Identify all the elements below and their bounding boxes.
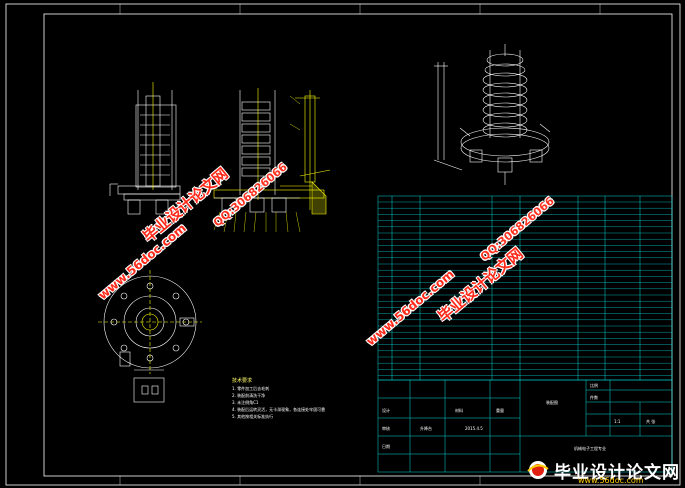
date-label: 日期 [382,443,390,449]
isometric-view [433,44,551,185]
weight-label: 重量 [496,407,504,413]
frame-ticks [119,4,601,485]
note-line: 2. 装配前清洗干净 [232,392,265,398]
title-block [377,379,673,473]
front-elevation-view [109,82,181,215]
material-label: 材料 [455,407,463,413]
side-elevation-view [213,88,331,215]
designer-label: 设计 [382,407,390,413]
technical-requirements: 技术要求 1. 零件加工后去毛刺 2. 装配前清洗干净 3. 未注倒角C1 4.… [232,377,325,419]
logo-emblem-icon [527,461,549,479]
note-line: 4. 装配后运转灵活，无卡滞现象，各连接处牢固可靠 [232,406,325,412]
code-cell: 2015.4.5 [465,426,483,431]
qty-label: 件数 [590,394,598,400]
scale-value: 1:1 [614,419,621,424]
notes-title: 技术要求 [232,377,252,384]
note-line: 3. 未注倒角C1 [232,399,259,405]
logo-text: 毕业设计论文网 [554,463,680,483]
logo-url: www.56doc.com [578,476,644,485]
outer-frame [5,3,681,486]
note-line: 5. 其他按相关标准执行 [232,413,273,419]
site-logo[interactable]: 毕业设计论文网 www.56doc.com [520,456,685,485]
parts-table-rows [378,201,672,376]
balloon-leaders [213,95,301,233]
drawing-name: 装配图 [546,399,558,405]
sheet-label: 共 张 [646,418,655,424]
name-cell: 升降台 [420,425,432,431]
top-plan-view [98,270,202,403]
scale-label: 比例 [590,382,598,388]
checker-label: 审核 [382,425,390,431]
note-line: 1. 零件加工后去毛刺 [232,385,269,391]
school-name: 机械电子工程专业 [574,445,606,451]
title-block-text: 装配图 比例 件数 1:1 共 张 设计 审核 升降台 2015.4.5 材料 … [382,382,655,451]
